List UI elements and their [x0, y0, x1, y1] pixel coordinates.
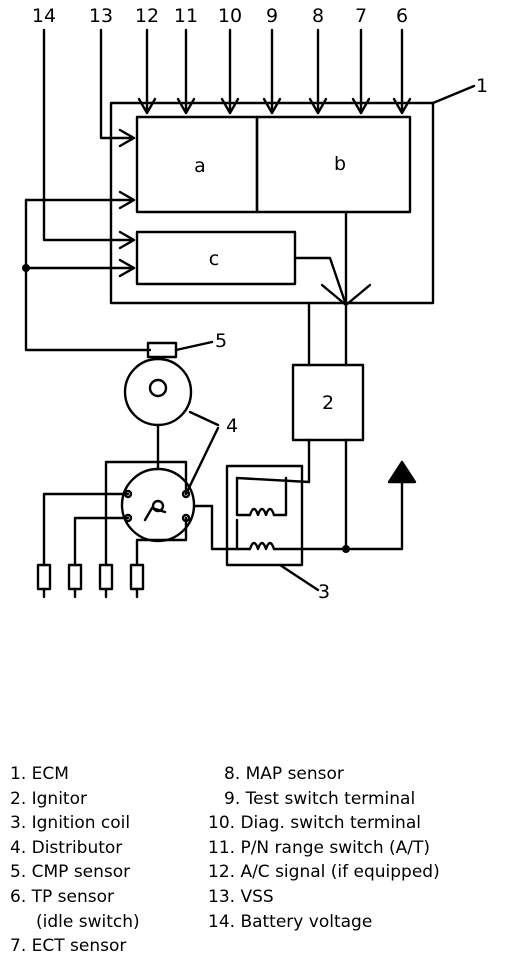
callout-3: 3: [318, 581, 330, 603]
block-b-label: b: [334, 153, 346, 175]
block-b-outline: [255, 115, 412, 214]
callout-6: 6: [396, 5, 408, 27]
battery-voltage-line: [42, 28, 135, 242]
callout-11: 11: [174, 5, 198, 27]
spark-plug-4: [129, 563, 145, 591]
callout-12: 12: [135, 5, 159, 27]
spark-plug-3: [98, 563, 114, 591]
legend-item: 14. Battery voltage: [208, 911, 373, 932]
block-c-label: c: [209, 248, 219, 270]
block-a-label: a: [194, 155, 206, 177]
spark-plug-2: [67, 563, 83, 591]
callout-7: 7: [355, 5, 367, 27]
legend-item: 2. Ignitor: [10, 788, 87, 809]
callout-9: 9: [266, 5, 278, 27]
block-2-label: 2: [322, 392, 334, 414]
callout-10: 10: [218, 5, 242, 27]
ground-triangle: [387, 460, 417, 484]
callout-8: 8: [312, 5, 324, 27]
callout-1: 1: [476, 75, 488, 97]
legend-item: 6. TP sensor: [10, 886, 115, 907]
legend-item: 1. ECM: [10, 764, 69, 784]
callout-14: 14: [32, 5, 56, 27]
legend-item: 3. Ignition coil: [10, 813, 131, 834]
callout-5: 5: [215, 330, 227, 352]
callout-13: 13: [89, 5, 113, 27]
legend-item: 10. Diag. switch terminal: [208, 813, 421, 834]
cmp-rotor: [123, 357, 193, 427]
spark-plug-1: [36, 563, 52, 591]
left-bus-line: [24, 198, 152, 352]
legend-item: 5. CMP sensor: [10, 862, 131, 883]
callout-4: 4: [226, 415, 238, 437]
legend-item: 9. Test switch terminal: [224, 788, 416, 809]
vss-line: [99, 28, 135, 140]
cmp-sensor: [146, 341, 178, 359]
legend-item: 4. Distributor: [10, 837, 123, 858]
ecm-outline: [109, 101, 435, 305]
legend-item: 12. A/C signal (if equipped): [208, 862, 440, 883]
distributor-cap: [120, 467, 196, 543]
top-input-lines: [137, 28, 412, 115]
legend-item: 8. MAP sensor: [224, 764, 344, 784]
legend-item: 7. ECT sensor: [10, 936, 127, 957]
legend-item-continuation: (idle switch): [36, 911, 140, 932]
ignition-coil-outline: [225, 464, 304, 567]
legend-left-column: 1. ECM 2. Ignitor 3. Ignition coil 4. Di…: [10, 762, 140, 959]
ignitor-outline: [291, 363, 365, 442]
wiring-diagram: 14 13 12 11 10 9 8 7 6 1 5 4 3 a b c 2: [22, 5, 488, 603]
legend-item: 11. P/N range switch (A/T): [208, 837, 431, 858]
legend-item: 13. VSS: [208, 886, 274, 907]
legend-right-column: 8. MAP sensor 9. Test switch terminal 10…: [208, 762, 440, 934]
